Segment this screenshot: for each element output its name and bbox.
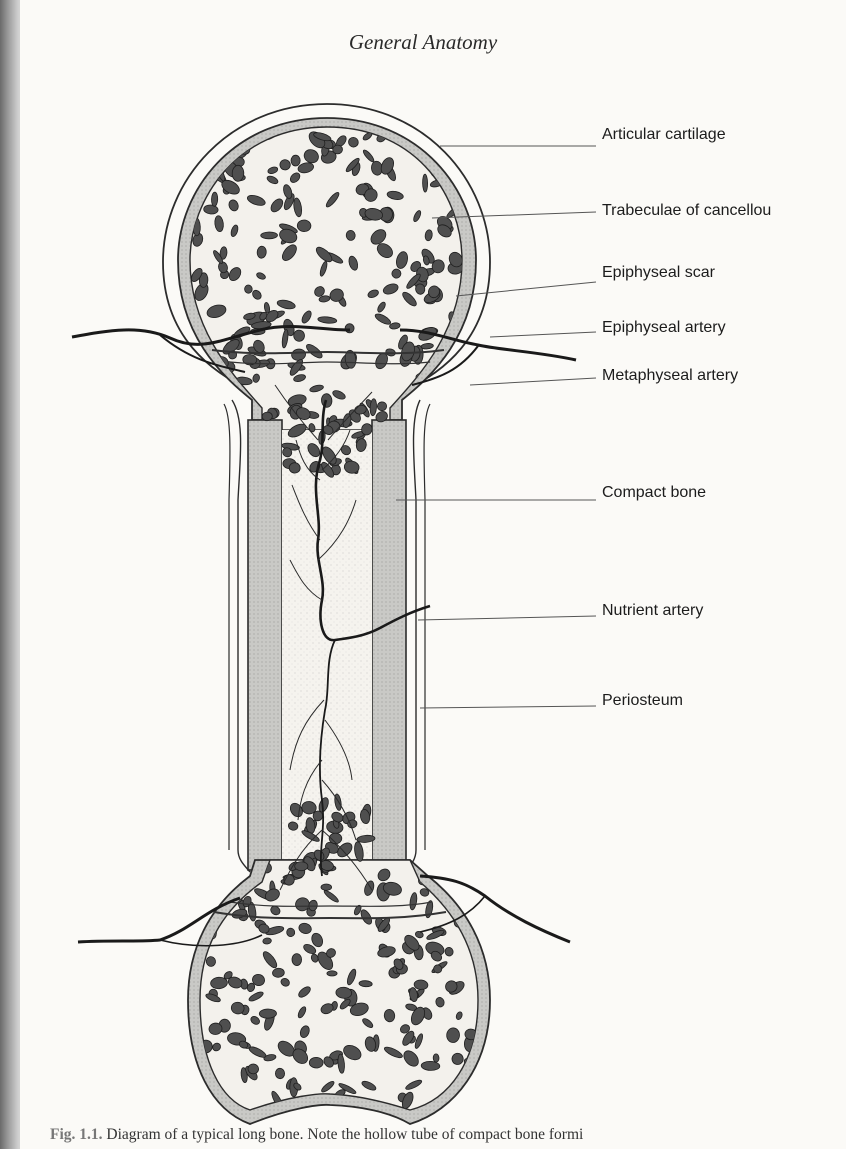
trabecula — [422, 174, 427, 192]
label-epiphyseal-artery: Epiphyseal artery — [602, 319, 726, 337]
trabecula — [309, 1057, 323, 1068]
label-nutrient-artery: Nutrient artery — [602, 602, 703, 620]
trabecula — [421, 1061, 440, 1071]
trabecula — [292, 954, 302, 966]
trabecula — [345, 324, 354, 333]
trabecula — [262, 412, 273, 421]
trabecula — [211, 192, 218, 206]
trabecula — [460, 866, 480, 883]
label-metaphyseal-artery: Metaphyseal artery — [602, 367, 738, 385]
trabecula — [295, 862, 308, 871]
trabecula — [196, 135, 213, 152]
label-periosteum: Periosteum — [602, 692, 683, 710]
caption-text: Diagram of a typical long bone. Note the… — [106, 1126, 583, 1143]
trabecula — [275, 1068, 285, 1079]
trabecula — [327, 971, 337, 976]
trabecula — [232, 165, 244, 181]
trabecula — [217, 869, 237, 892]
trabecula — [440, 398, 460, 416]
trabecula — [433, 1054, 439, 1062]
trabecula — [291, 155, 300, 166]
trabecula — [297, 220, 311, 232]
trabecula — [200, 1099, 218, 1106]
figure-caption: Fig. 1.1. Diagram of a typical long bone… — [20, 1126, 846, 1149]
trabecula — [289, 463, 300, 474]
trabecula — [205, 866, 223, 883]
trabecula — [452, 135, 464, 142]
trabecula — [449, 128, 456, 144]
label-articular-cartilage: Articular cartilage — [602, 126, 726, 144]
periosteum-right-2 — [424, 404, 430, 850]
trabecula — [332, 145, 342, 154]
trabecula — [441, 128, 457, 144]
trabecula — [259, 1009, 276, 1018]
compact-bone-left-wall — [248, 420, 282, 870]
trabecula — [261, 232, 278, 239]
label-epiphyseal-scar: Epiphyseal scar — [602, 264, 715, 282]
periosteum-left-2 — [224, 404, 230, 850]
trabecula — [321, 884, 332, 890]
label-compact-bone: Compact bone — [602, 484, 706, 502]
periosteum-right — [405, 400, 420, 872]
label-trabeculae: Trabeculae of cancellou — [602, 202, 771, 220]
figure-number: Fig. 1.1. — [50, 1126, 103, 1143]
compact-bone-right-wall — [372, 420, 406, 870]
